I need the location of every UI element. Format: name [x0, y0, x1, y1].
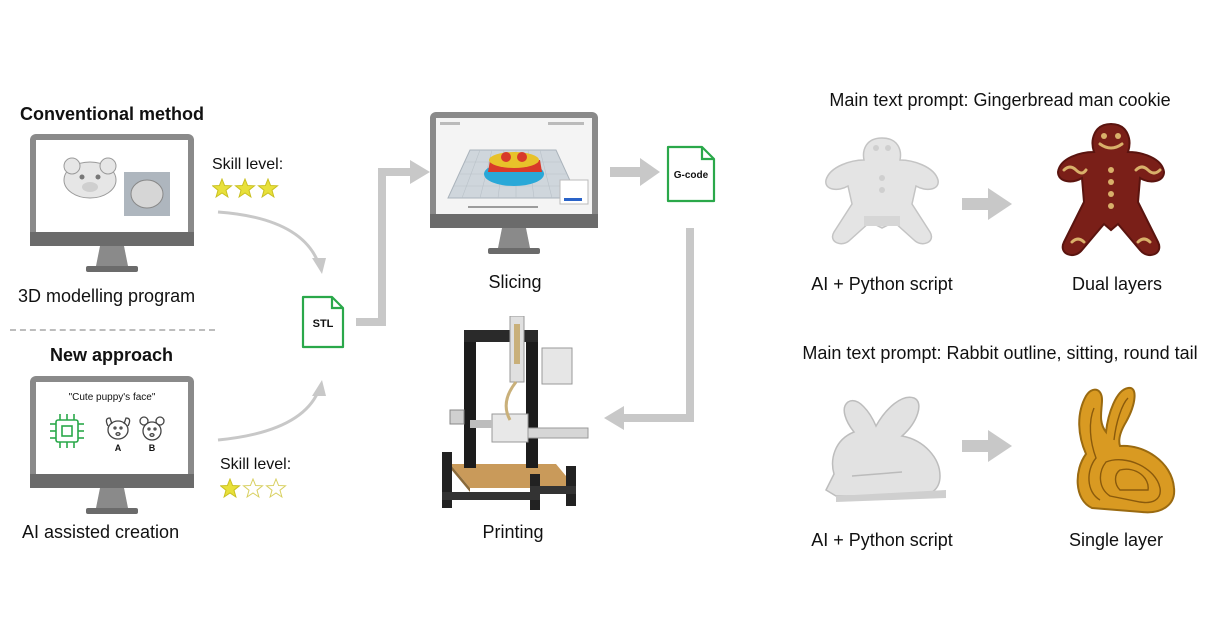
screen-prompt-text: "Cute puppy's face"	[68, 392, 156, 403]
conventional-method-heading: Conventional method	[20, 104, 204, 124]
bear-model-icon	[63, 157, 117, 199]
rabbit-prompt: Main text prompt: Rabbit outline, sittin…	[802, 343, 1198, 363]
ai-chip-icon	[50, 414, 84, 448]
star-empty-icon	[265, 478, 287, 499]
gingerbread-source-caption: AI + Python script	[811, 274, 953, 294]
ai-caption: AI assisted creation	[22, 522, 180, 542]
gingerbread-result-caption: Dual layers	[1071, 274, 1163, 294]
rabbit-source-caption: AI + Python script	[811, 530, 953, 550]
arrow-rabbit	[988, 430, 1012, 462]
slicing-monitor	[430, 112, 598, 254]
conventional-skill-label: Skill level:	[212, 156, 284, 173]
star-filled-icon	[212, 178, 233, 199]
gingerbread-cookie-printed	[1056, 122, 1166, 257]
section-divider	[10, 329, 215, 331]
slicing-caption: Slicing	[488, 272, 542, 292]
option-a-label: A	[114, 443, 122, 453]
printing-caption: Printing	[482, 522, 544, 542]
dog-face-a-icon	[105, 417, 131, 440]
rabbit-model-gray	[825, 396, 946, 502]
dog-face-b-icon	[139, 416, 165, 441]
elbow-arrow-stl-to-slicing	[356, 168, 412, 326]
star-filled-icon	[220, 478, 241, 499]
arrow-gingerbread	[988, 188, 1012, 220]
ai-skill-label: Skill level:	[220, 456, 292, 473]
conventional-skill-stars	[212, 178, 279, 199]
star-empty-icon	[242, 478, 264, 499]
gingerbread-model-gray	[825, 137, 939, 245]
option-b-label: B	[148, 443, 156, 453]
curved-arrow-bottom	[217, 391, 320, 442]
curved-arrow-top	[217, 210, 320, 263]
arrow-slicing-to-gcode	[640, 158, 660, 186]
gingerbread-prompt: Main text prompt: Gingerbread man cookie	[829, 90, 1171, 110]
conventional-caption: 3D modelling program	[18, 286, 196, 306]
gcode-file-icon: G-code	[665, 144, 717, 204]
new-approach-heading: New approach	[50, 345, 174, 365]
star-filled-icon	[234, 178, 256, 199]
rabbit-printed-outline	[1076, 386, 1176, 514]
conventional-monitor	[30, 134, 194, 272]
elbow-arrow-gcode-to-printing	[622, 228, 694, 422]
printer-illustration	[442, 316, 589, 510]
gcode-label: G-code	[673, 170, 709, 181]
sliced-model-icon	[484, 152, 544, 186]
stl-file-icon: STL	[300, 294, 346, 350]
print-bed	[450, 464, 576, 488]
star-filled-icon	[257, 178, 279, 199]
ai-monitor: "Cute puppy's face" A B	[28, 374, 196, 522]
rabbit-result-caption: Single layer	[1068, 530, 1164, 550]
ai-skill-stars	[220, 478, 287, 499]
stl-label: STL	[312, 318, 334, 330]
